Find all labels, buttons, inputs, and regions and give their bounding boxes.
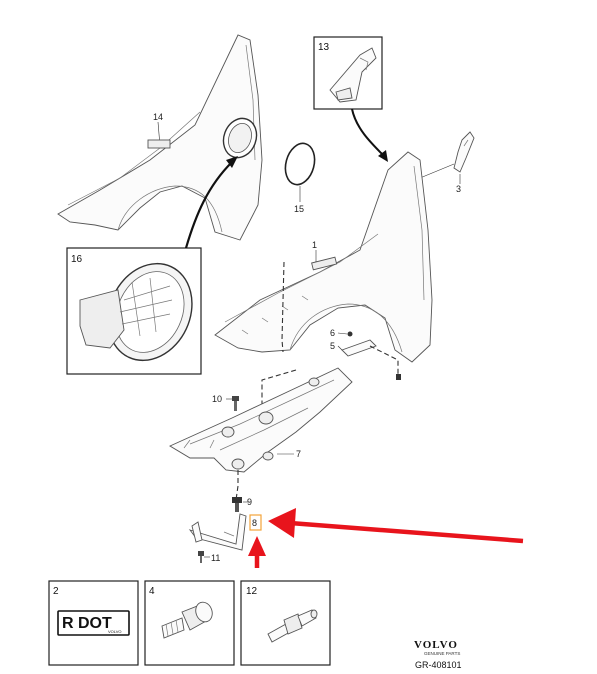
part-box-4-label: 4	[149, 586, 155, 597]
arrow-16-to-fender	[184, 161, 233, 249]
callout-7: 7	[296, 449, 301, 459]
crossmember-part-7	[169, 367, 353, 501]
r-dot-badge	[57, 610, 130, 636]
bracket-part-8	[188, 513, 247, 563]
fender-main	[214, 151, 433, 363]
callout-1: 1	[312, 240, 317, 250]
part-box-12-label: 12	[246, 586, 258, 597]
callout-10: 10	[212, 394, 222, 404]
bracket-part-5	[337, 331, 401, 380]
arrow-13-to-fender	[351, 108, 385, 157]
arrow-13-head	[378, 150, 388, 162]
callout-11: 11	[211, 553, 220, 563]
inset-label-13: 13	[318, 42, 330, 53]
part-box-2-label: 2	[53, 586, 59, 597]
brand-name: VOLVO	[414, 639, 458, 651]
position-line-crossmember	[261, 369, 297, 414]
inset-16	[66, 247, 202, 375]
r-dot-badge-sub: VOLVO	[108, 629, 122, 634]
callout-3: 3	[456, 184, 461, 194]
callout-6: 6	[330, 328, 335, 338]
callout-15: 15	[294, 204, 304, 214]
diagram-reference: GR-408101	[415, 660, 462, 670]
callout-9: 9	[247, 497, 252, 507]
fender-upper-left	[57, 34, 263, 241]
callout-5: 5	[330, 341, 335, 351]
bracket-part-3	[419, 131, 475, 184]
part-box-2: 2 R DOT VOLVO	[48, 580, 139, 666]
screw-part-10	[226, 396, 239, 411]
brand-sub: GENUINE PARTS	[424, 651, 460, 656]
filler-seal-ring	[284, 142, 316, 202]
callout-14: 14	[153, 112, 163, 122]
highlight-arrow-down	[248, 536, 266, 568]
highlight-arrow-right	[268, 508, 524, 544]
inset-13	[313, 36, 383, 110]
highlight-box-8	[249, 514, 262, 531]
part-box-12: 12	[240, 580, 331, 666]
arrow-16-head	[226, 156, 238, 168]
callout-8: 8	[252, 518, 257, 528]
position-line-fender	[281, 261, 285, 353]
bolt-part-9	[232, 497, 250, 512]
inset-label-16: 16	[71, 254, 83, 265]
part-box-4: 4	[144, 580, 235, 666]
r-dot-badge-text: R DOT	[62, 615, 112, 632]
